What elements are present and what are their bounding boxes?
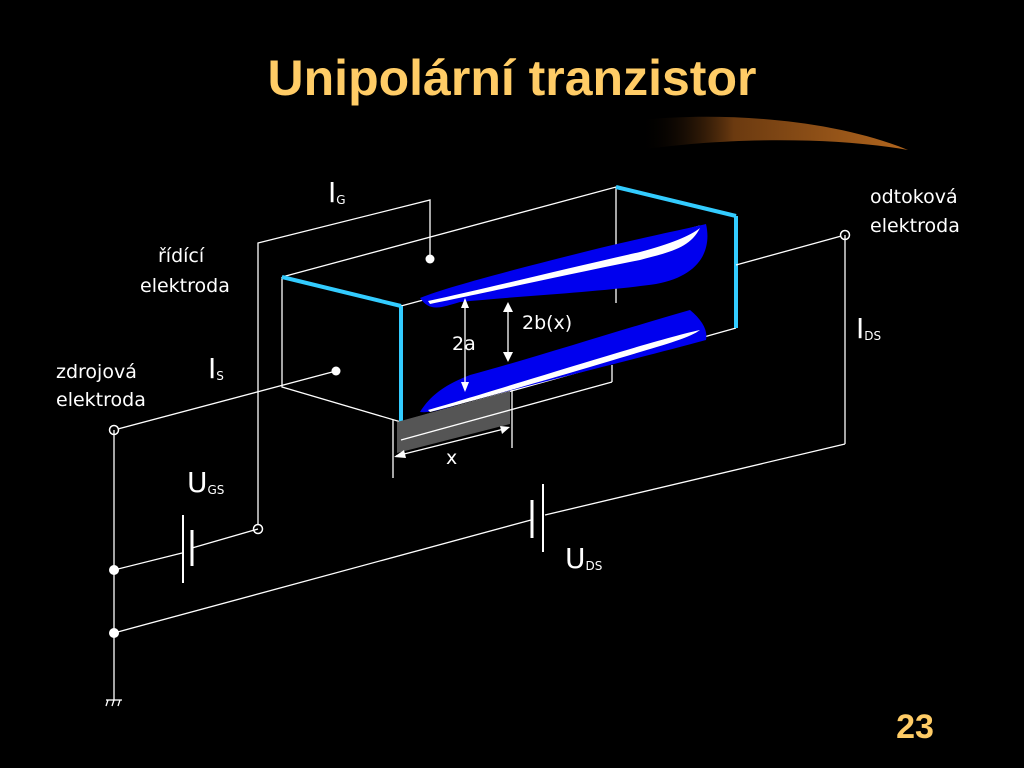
source-electrode-label-line2: elektroda (56, 389, 146, 411)
source-current-label: IS (208, 352, 224, 385)
dimension-x (392, 390, 513, 478)
label-x: x (446, 447, 457, 469)
gate-electrode-label-line2: elektroda (140, 275, 230, 297)
source-wiring (105, 366, 341, 707)
drain-voltage-label: UDS (565, 542, 602, 575)
electrode-edges (281, 185, 738, 422)
gate-current-label: IG (328, 176, 346, 209)
gate-voltage-label: UGS (187, 466, 224, 499)
source-electrode-label-line1: zdrojová (56, 361, 137, 383)
depletion-regions (420, 224, 708, 413)
drain-current-label: IDS (856, 312, 881, 345)
slide-title: Unipolární tranzistor (267, 50, 757, 106)
label-2bx: 2b(x) (522, 312, 572, 334)
drain-wiring (544, 229, 851, 516)
uds-battery (109, 484, 544, 638)
page-number: 23 (896, 708, 934, 746)
dimension-2bx (503, 302, 513, 362)
drain-electrode-label-line1: odtoková (870, 186, 958, 208)
depletion-length-bar (397, 391, 510, 453)
drain-electrode-label-line2: elektroda (870, 215, 960, 237)
gate-electrode-label-line1: řídící (158, 245, 205, 267)
dimension-2a (461, 298, 469, 392)
label-2a: 2a (452, 333, 476, 355)
ugs-battery (109, 515, 259, 583)
